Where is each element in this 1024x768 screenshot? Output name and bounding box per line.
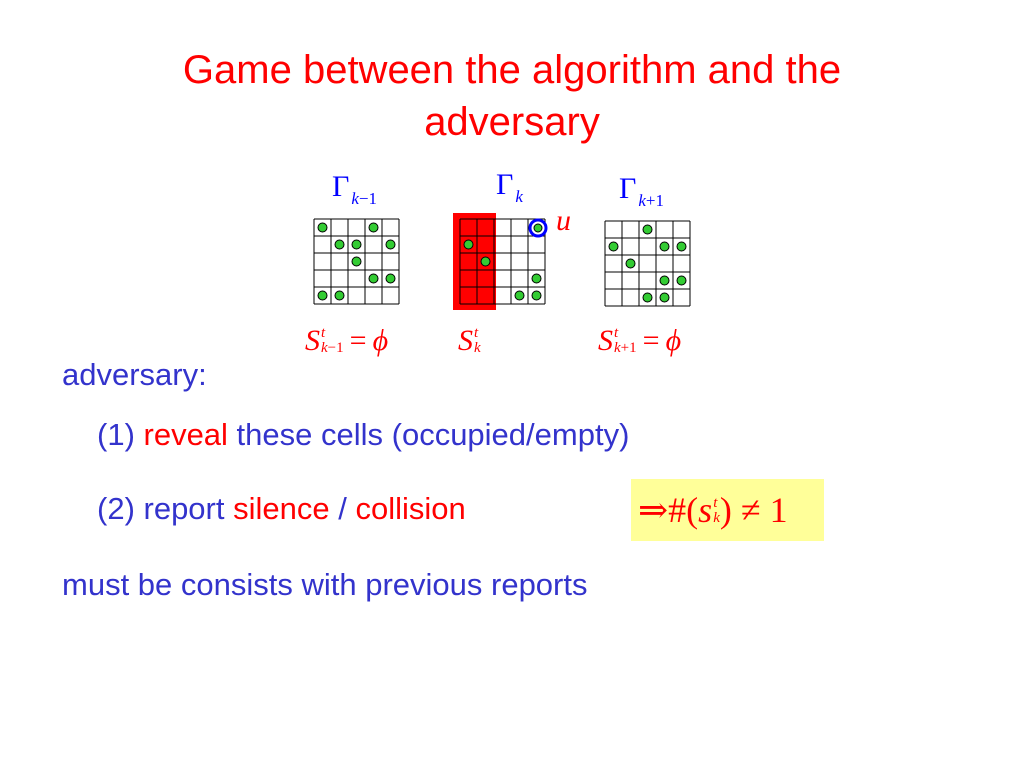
- closing-line: must be consists with previous reports: [62, 567, 588, 602]
- grid-k-minus-1: [313, 218, 400, 305]
- occupied-dot: [642, 224, 653, 235]
- title-line-1: Game between the algorithm and the: [182, 48, 842, 92]
- occupied-dot: [676, 275, 687, 286]
- occupied-dot: [531, 290, 542, 301]
- occupied-dot: [334, 290, 345, 301]
- occupied-dot: [659, 241, 670, 252]
- reveal-highlight: reveal: [143, 417, 228, 452]
- occupied-dot: [625, 258, 636, 269]
- occupied-dot: [368, 222, 379, 233]
- u-marker-dot: [533, 223, 543, 233]
- occupied-dot: [368, 273, 379, 284]
- occupied-dot: [317, 290, 328, 301]
- occupied-dot: [608, 241, 619, 252]
- occupied-dot: [642, 292, 653, 303]
- grid-k: [453, 213, 546, 310]
- occupied-dot: [514, 290, 525, 301]
- occupied-dot: [531, 273, 542, 284]
- occupied-dot: [659, 275, 670, 286]
- occupied-dot: [351, 239, 362, 250]
- formula-highlight-box: [631, 479, 824, 541]
- occupied-dot: [351, 256, 362, 267]
- occupied-dot: [676, 241, 687, 252]
- silence-highlight: silence: [233, 491, 330, 526]
- item-report: (2) report silence / collision: [97, 491, 466, 526]
- adversary-label: adversary:: [62, 357, 207, 392]
- occupied-dot: [659, 292, 670, 303]
- occupied-dot: [385, 273, 396, 284]
- u-label: u: [556, 204, 571, 237]
- occupied-dot: [385, 239, 396, 250]
- u-marker-ring: [528, 218, 548, 238]
- title-line-2: adversary: [424, 100, 600, 144]
- item-reveal: (1) reveal these cells (occupied/empty): [97, 417, 630, 452]
- occupied-dot: [334, 239, 345, 250]
- occupied-dot: [317, 222, 328, 233]
- slide-title: Game between the algorithm and the adver…: [0, 44, 1024, 148]
- occupied-dot: [480, 256, 491, 267]
- occupied-dot: [463, 239, 474, 250]
- collision-highlight: collision: [355, 491, 466, 526]
- grid-k-plus-1: [604, 220, 691, 307]
